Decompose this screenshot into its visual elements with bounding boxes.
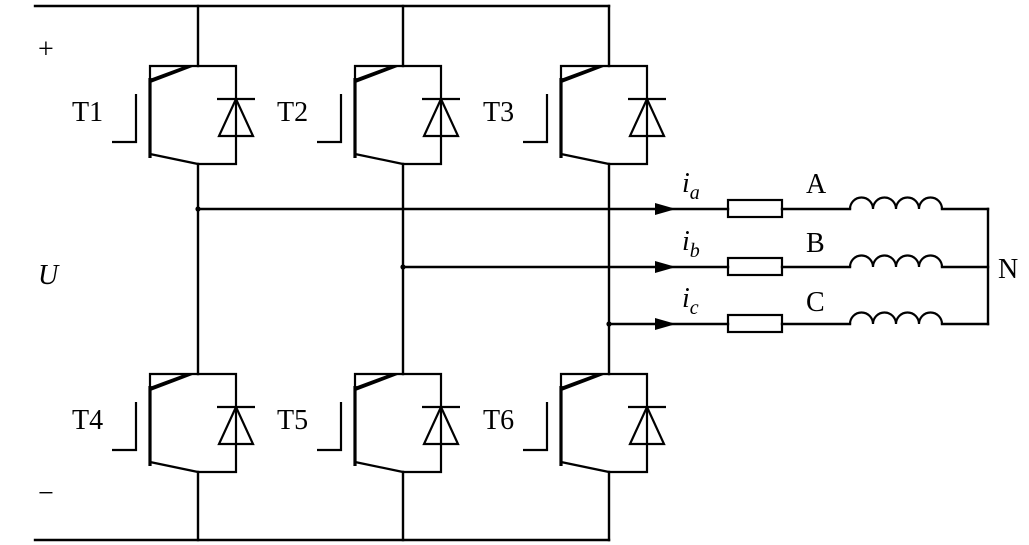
switch-label-t5: T5 [277,405,308,436]
igbt-emitter [560,152,610,166]
switch-t1: T1 [72,64,255,166]
switch-t3: T3 [483,64,666,166]
igbt-collector-diag [354,64,398,84]
igbt-collector [559,372,609,390]
diode-branch [198,372,238,474]
diode-branch [403,372,443,474]
igbt-emitter [354,152,404,166]
junction-dots [195,206,612,327]
gate-terminal [523,402,549,452]
load-network: N A B C ia ib ic [196,168,1018,334]
diode-branch [609,372,649,474]
diode-triangle [217,404,255,446]
gate-terminal [523,94,549,144]
switch-t2: T2 [277,64,460,166]
current-c-subscript: c [690,297,699,319]
current-c-symbol: i [682,283,690,314]
current-arrow-c [655,318,676,330]
switch-label-t1: T1 [72,97,103,128]
diode-triangle [628,96,666,138]
igbt-collector-diag [560,372,604,392]
igbt-collector [559,64,609,82]
phase-legs [196,4,611,542]
gate-terminal [112,94,138,144]
inductor-c [848,311,944,325]
igbt-collector-diag [354,372,398,392]
switch-label-t3: T3 [483,97,514,128]
current-arrow-a [655,203,676,215]
junction-b [400,264,406,270]
current-c-label: ic [682,283,699,319]
resistor-a [726,198,784,219]
gate-terminal [317,94,343,144]
current-a-label: ia [682,168,700,204]
igbt-emitter [149,460,199,474]
switch-t5: T5 [277,372,460,474]
igbt-collector [353,64,403,82]
diode-triangle [628,404,666,446]
phase-a-label: A [806,169,827,200]
plus-terminal-label: + [38,34,54,65]
diode-branch [198,64,238,166]
diode-branch [403,64,443,166]
neutral-label: N [998,254,1018,285]
junction-a [195,206,201,212]
current-a-symbol: i [682,168,690,199]
igbt-emitter [149,152,199,166]
igbt-collector [148,372,198,390]
phase-c-label: C [806,287,825,318]
current-a-subscript: a [690,182,700,204]
current-arrow-b [655,261,676,273]
resistor-c [726,313,784,334]
igbt-collector [353,372,403,390]
switch-label-t6: T6 [483,405,514,436]
igbt-collector-diag [149,64,193,84]
current-b-label: ib [682,226,700,262]
switch-t4: T4 [72,372,255,474]
igbt-collector-diag [560,64,604,84]
current-b-subscript: b [690,240,700,262]
switch-label-t2: T2 [277,97,308,128]
inductor-a [848,196,944,210]
minus-terminal-label: − [38,478,54,509]
igbt-emitter [560,460,610,474]
gate-terminal [317,402,343,452]
junction-c [606,321,612,327]
switch-t6: T6 [483,372,666,474]
supply-voltage-label: U [38,260,60,291]
igbt-collector [148,64,198,82]
current-b-symbol: i [682,226,690,257]
diode-branch [609,64,649,166]
dc-bus: + − U [33,4,611,542]
igbt-emitter [354,460,404,474]
phase-b-label: B [806,228,825,259]
resistor-b [726,256,784,277]
inductor-b [848,254,944,268]
diode-triangle [422,96,460,138]
switch-label-t4: T4 [72,405,103,436]
igbt-collector-diag [149,372,193,392]
diode-triangle [217,96,255,138]
diode-triangle [422,404,460,446]
gate-terminal [112,402,138,452]
